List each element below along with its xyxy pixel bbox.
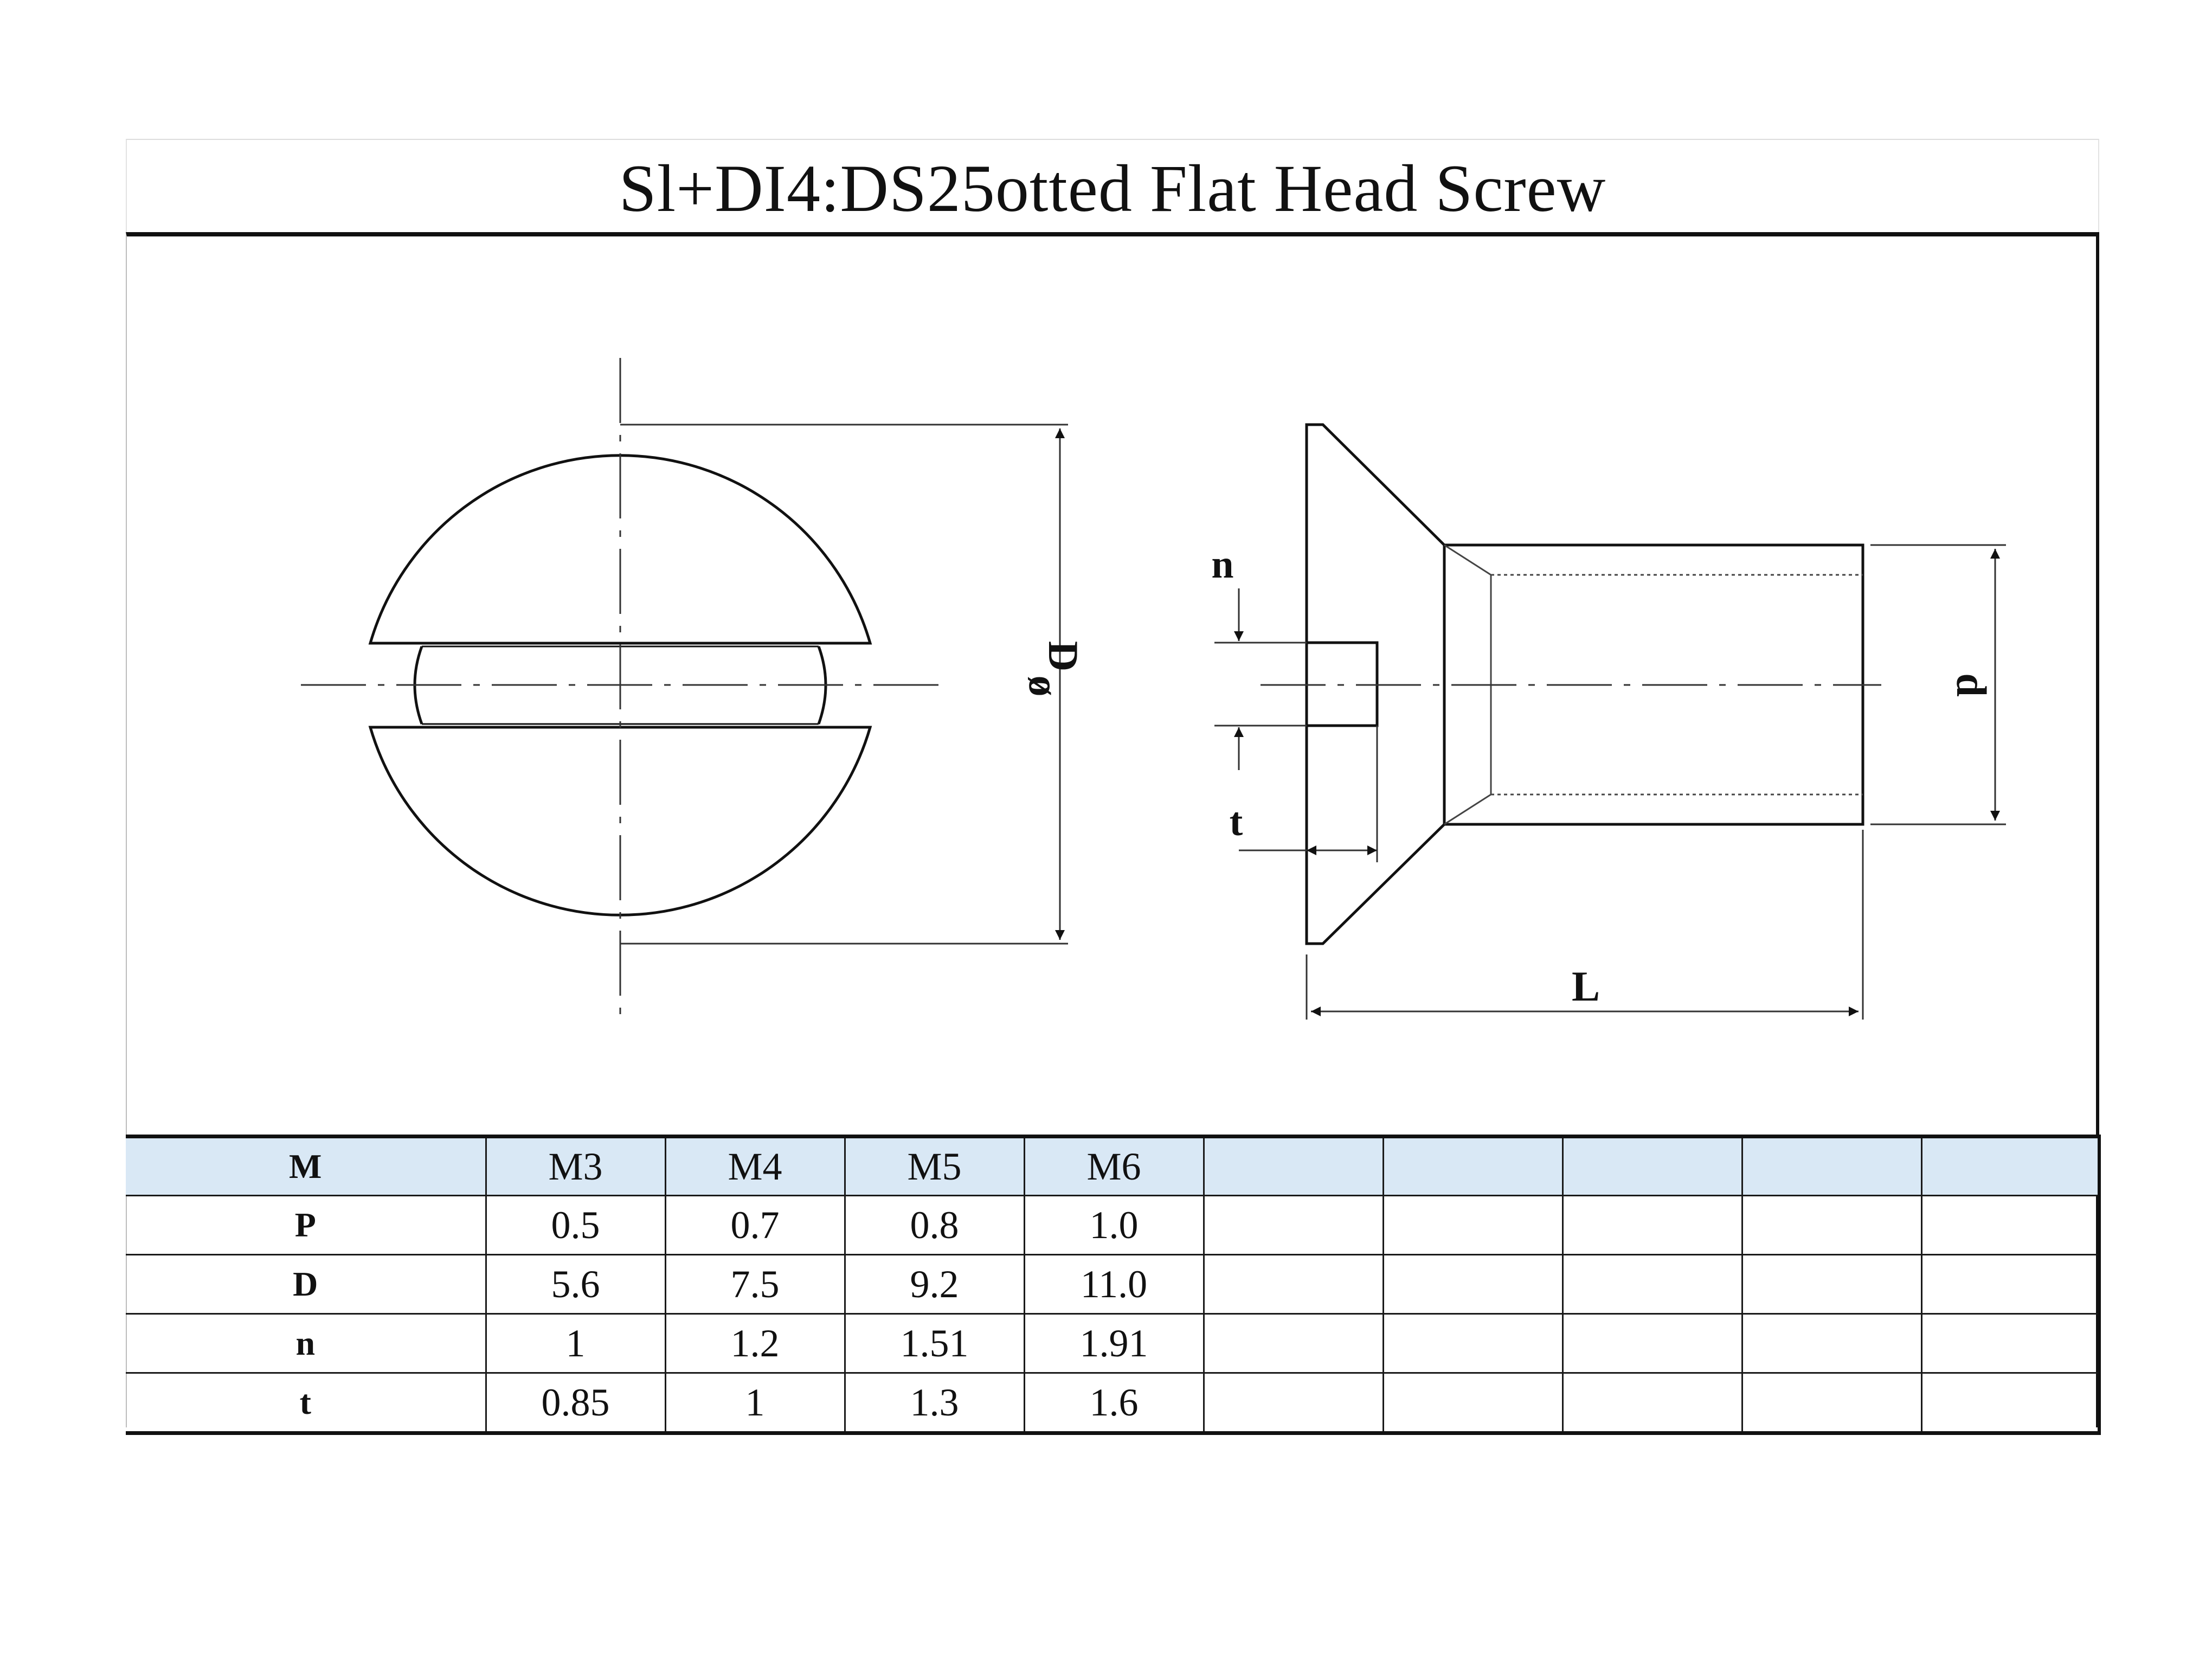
table-cell: 1.0: [1023, 1195, 1205, 1255]
head-upper-half: [368, 454, 872, 645]
table-row: P 0.5 0.7 0.8 1.0: [126, 1195, 2100, 1255]
table-cell: 1: [664, 1372, 846, 1434]
table-cell: 7.5: [664, 1254, 846, 1315]
column-header: [1920, 1136, 2100, 1196]
dim-label-d: d: [1948, 673, 1995, 696]
column-header: M6: [1023, 1136, 1205, 1196]
row-label: P: [126, 1195, 487, 1255]
dim-label-L: L: [1572, 963, 1600, 1010]
column-header: M3: [485, 1136, 666, 1196]
table-cell: 0.8: [844, 1195, 1025, 1255]
table-cell: 1.6: [1023, 1372, 1205, 1434]
table-cell: [1920, 1313, 2100, 1374]
table-cell: [1741, 1372, 1922, 1434]
phi-symbol: ø: [1011, 676, 1058, 697]
table-row: n 1 1.2 1.51 1.91: [126, 1313, 2100, 1374]
dim-label-D: D: [1040, 641, 1087, 671]
table-row: t 0.85 1 1.3 1.6: [126, 1372, 2100, 1434]
table-cell: [1561, 1254, 1743, 1315]
diameter-dimension: [620, 424, 1068, 945]
table-cell: 9.2: [844, 1254, 1025, 1315]
table-cell: [1203, 1372, 1384, 1434]
table-cell: 11.0: [1023, 1254, 1205, 1315]
column-header: [1382, 1136, 1564, 1196]
diameter-label: ø D: [1011, 641, 1087, 697]
row-label: t: [126, 1372, 487, 1434]
row-label: n: [126, 1313, 487, 1374]
table-cell: 0.7: [664, 1195, 846, 1255]
column-header: [1203, 1136, 1384, 1196]
shank-diameter-dimension: [1870, 544, 2006, 825]
table-cell: 5.6: [485, 1254, 666, 1315]
table-cell: [1382, 1313, 1564, 1374]
table-cell: [1561, 1195, 1743, 1255]
table-header-row: M M3 M4 M5 M6: [126, 1136, 2100, 1196]
table-cell: [1382, 1254, 1564, 1315]
table-cell: [1561, 1372, 1743, 1434]
column-header: M4: [664, 1136, 846, 1196]
drawing-frame: [126, 232, 2099, 1427]
table-cell: [1382, 1195, 1564, 1255]
table-cell: [1203, 1254, 1384, 1315]
column-header: M5: [844, 1136, 1025, 1196]
table-cell: [1382, 1372, 1564, 1434]
row-label: D: [126, 1254, 487, 1315]
table-cell: 1.51: [844, 1313, 1025, 1374]
page-title: Sl+DI4:DS25otted Flat Head Screw: [619, 151, 1606, 226]
table-cell: [1741, 1195, 1922, 1255]
table-cell: [1741, 1313, 1922, 1374]
column-header: M: [126, 1136, 487, 1196]
top-view-centerlines: [301, 358, 943, 1014]
slot-width-dimension: [1214, 588, 1307, 770]
column-header: [1561, 1136, 1743, 1196]
table-cell: [1741, 1254, 1922, 1315]
table-cell: 0.5: [485, 1195, 666, 1255]
dim-label-t: t: [1230, 800, 1243, 844]
table-cell: [1920, 1195, 2100, 1255]
dim-label-n: n: [1211, 542, 1233, 587]
table-cell: 0.85: [485, 1372, 666, 1434]
head-lower-half: [368, 726, 872, 917]
length-dimension: [1306, 830, 1864, 1020]
slot-depth-dimension: [1239, 726, 1378, 862]
spec-table: M M3 M4 M5 M6 P 0.5 0.7 0.8 1.0 D 5.6: [126, 1135, 2101, 1435]
drawing-sheet: Sl+DI4:DS25otted Flat Head Screw: [126, 139, 2099, 1427]
table-cell: [1920, 1254, 2100, 1315]
table-cell: 1.91: [1023, 1313, 1205, 1374]
table-cell: [1920, 1372, 2100, 1434]
table-row: D 5.6 7.5 9.2 11.0: [126, 1254, 2100, 1315]
table-cell: [1203, 1313, 1384, 1374]
table-cell: 1.3: [844, 1372, 1025, 1434]
table-cell: 1: [485, 1313, 666, 1374]
column-header: [1741, 1136, 1922, 1196]
table-cell: [1203, 1195, 1384, 1255]
title-bar: Sl+DI4:DS25otted Flat Head Screw: [126, 139, 2099, 234]
table-cell: [1561, 1313, 1743, 1374]
table-cell: 1.2: [664, 1313, 846, 1374]
